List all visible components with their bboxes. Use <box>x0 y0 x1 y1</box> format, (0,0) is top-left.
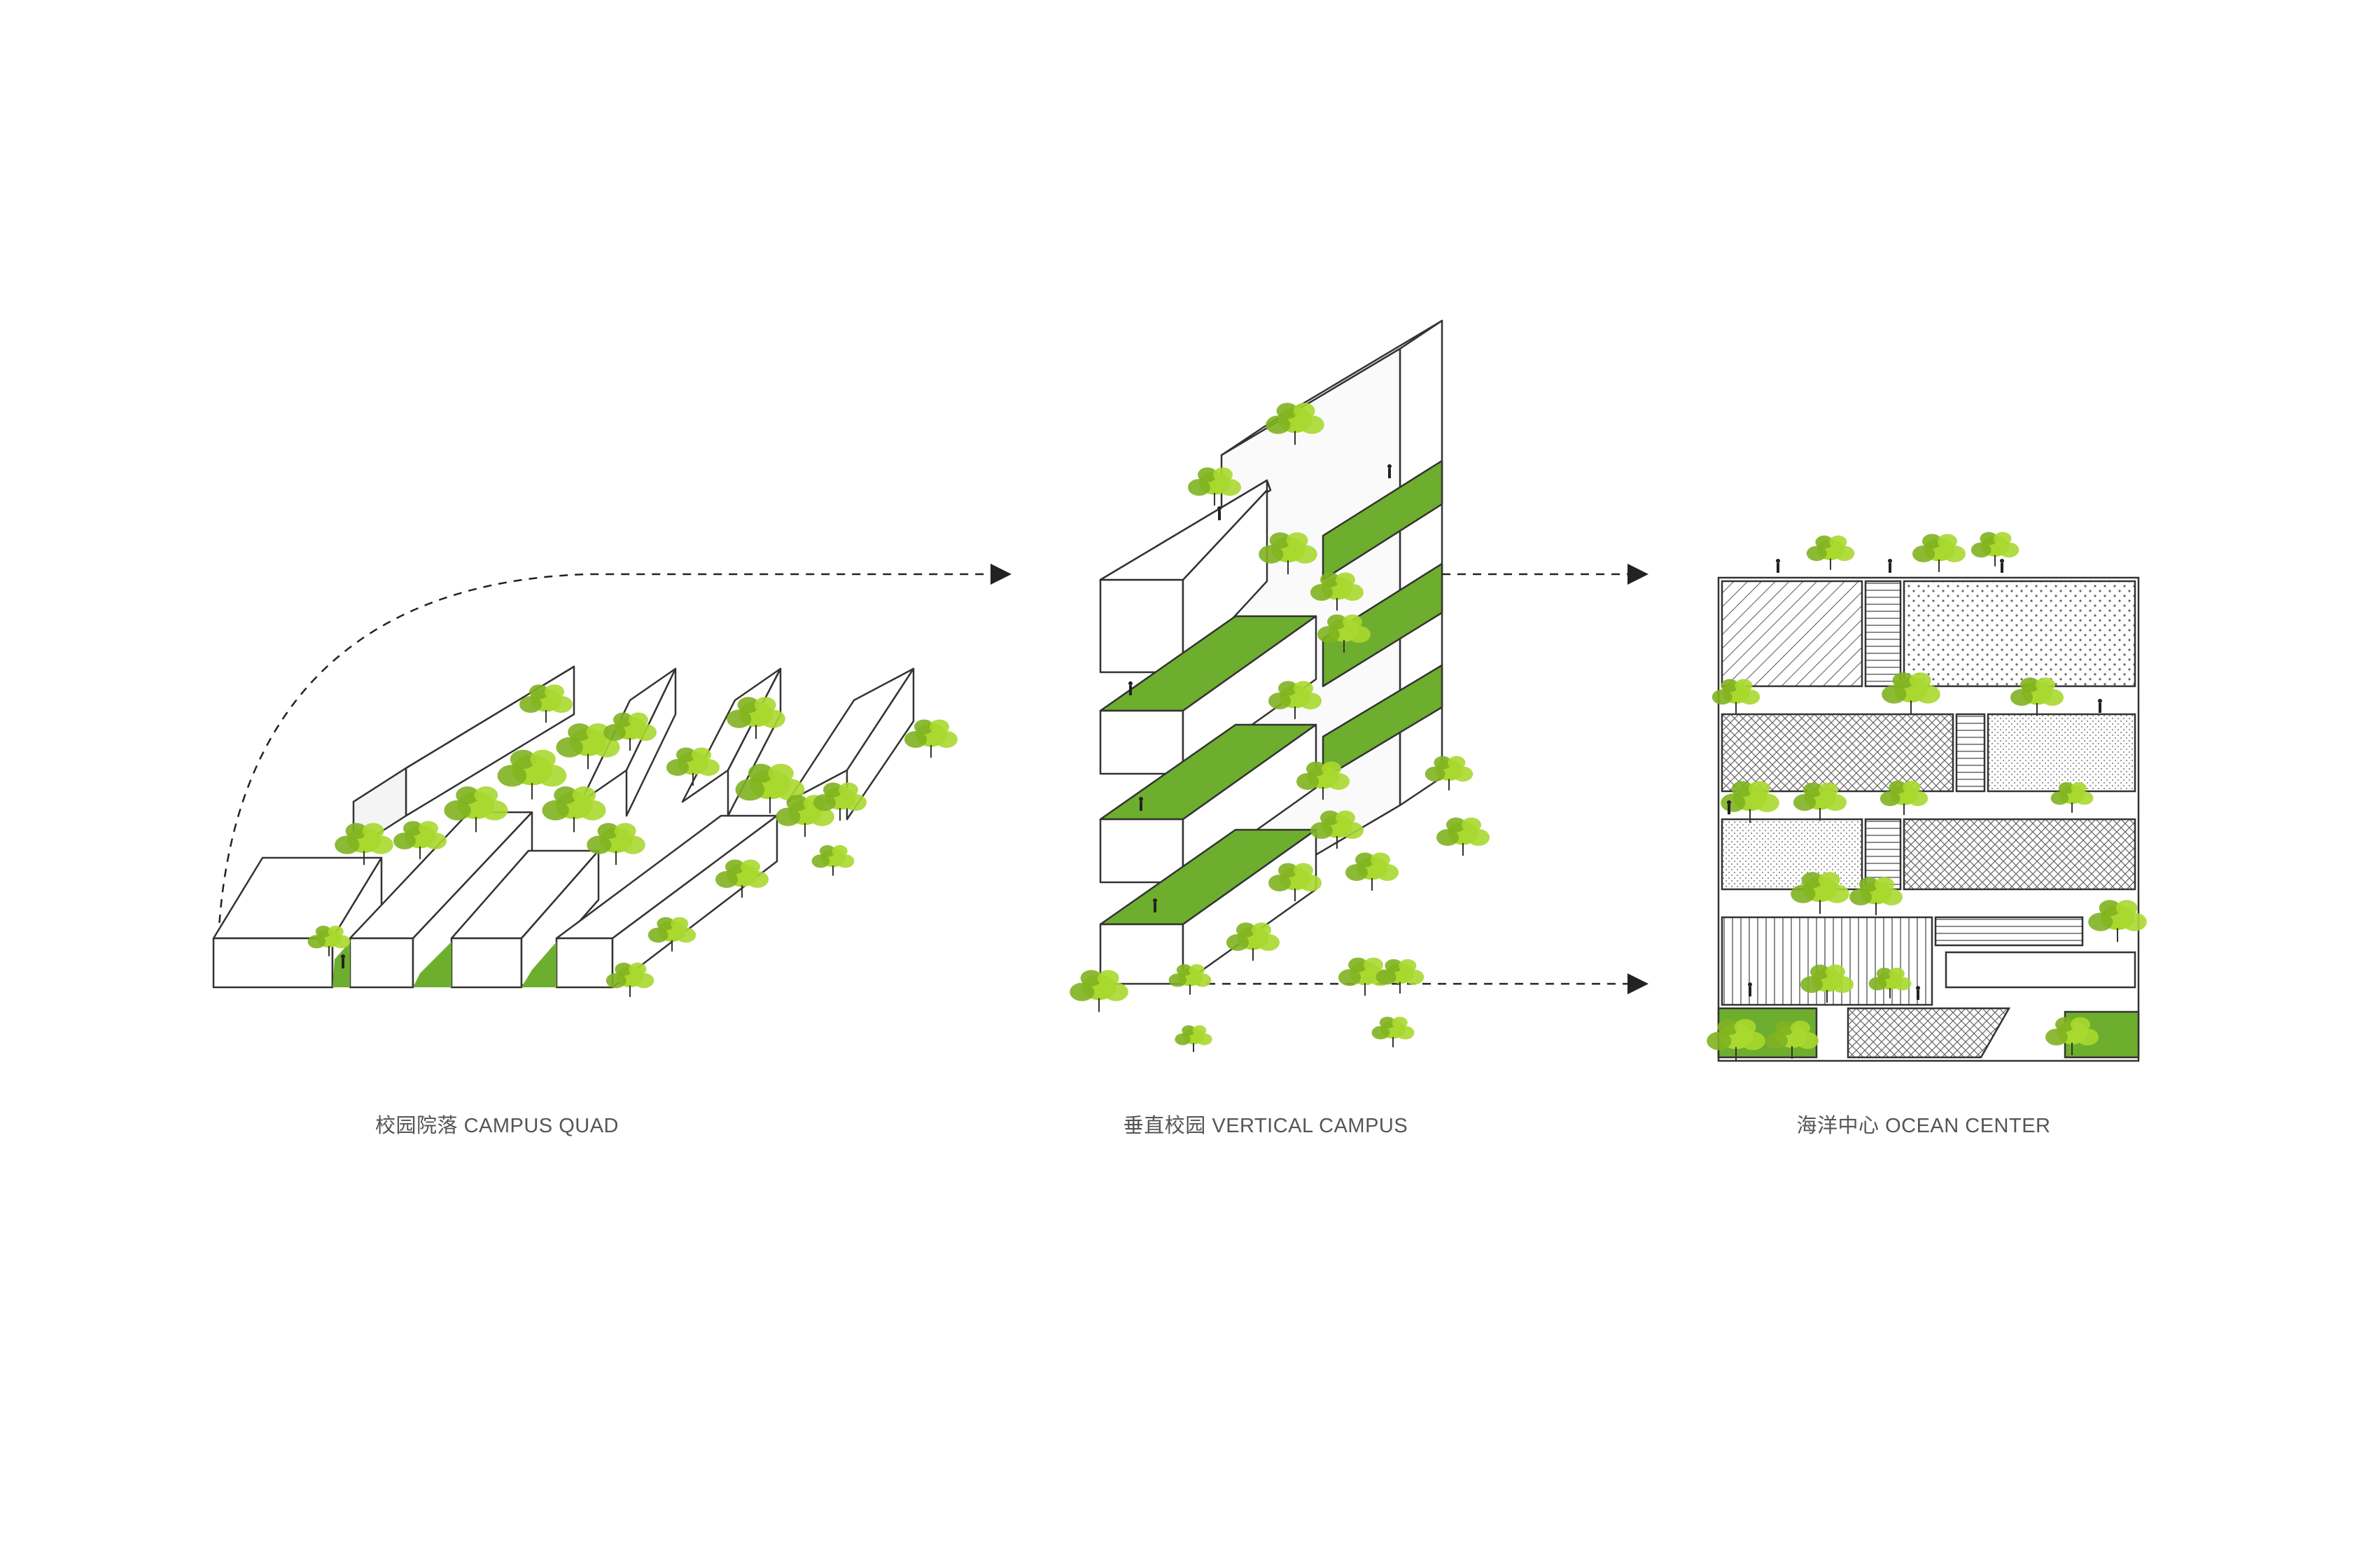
tree-cluster <box>2050 782 2094 813</box>
vertical-terrace-back-1 <box>1322 459 1443 581</box>
quad-slab-back-4 <box>786 667 915 821</box>
tree-cluster <box>1175 1025 1212 1052</box>
tree-cluster <box>1226 922 1280 961</box>
tree-cluster <box>1317 614 1371 653</box>
quad-lawn-3 <box>522 942 556 987</box>
ocean-center-diagram <box>1717 576 2140 1062</box>
tree-cluster <box>542 786 606 833</box>
tree-cluster <box>1310 572 1364 611</box>
ocean-panel-r3-a <box>1721 818 1863 891</box>
tree-cluster <box>556 723 620 770</box>
tree-cluster <box>1296 761 1350 800</box>
ocean-ramp <box>1847 1007 2011 1059</box>
tree-cluster <box>904 719 958 758</box>
human-figure <box>1139 797 1143 811</box>
tree-cluster <box>1970 531 2019 566</box>
ocean-panel-r1-b <box>1903 580 2136 688</box>
tree-cluster <box>1882 672 1940 715</box>
tree-cluster <box>1879 780 1928 815</box>
human-figure <box>341 954 345 968</box>
tree-cluster <box>1849 877 1903 915</box>
ocean-stair-r2 <box>1955 713 1986 793</box>
tree-cluster <box>2045 1017 2099 1055</box>
vertical-box-1 <box>1099 479 1272 674</box>
ocean-panel-r4-b <box>1934 916 2084 947</box>
ocean-panel-r2-a <box>1721 713 1954 793</box>
human-figure <box>1776 559 1780 573</box>
tree-cluster <box>813 782 867 821</box>
human-figure <box>1888 559 1892 573</box>
tree-cluster <box>1806 535 1855 570</box>
tree-cluster <box>1310 810 1364 849</box>
vertical-campus-diagram <box>1099 319 1443 985</box>
tree-cluster <box>1070 970 1128 1013</box>
tree-cluster <box>1793 782 1847 821</box>
tree-cluster <box>1376 959 1424 994</box>
human-figure <box>1748 982 1752 996</box>
tree-cluster <box>603 712 657 751</box>
tree-cluster <box>1259 532 1317 575</box>
tree-cluster <box>1721 781 1779 823</box>
tree-cluster <box>1168 964 1212 995</box>
tree-cluster <box>1712 679 1760 714</box>
tree-cluster <box>735 763 805 814</box>
tree-cluster <box>648 917 696 952</box>
human-figure <box>2000 559 2004 573</box>
caption-vertical-campus: 垂直校园 VERTICAL CAMPUS <box>1123 1115 1408 1137</box>
ocean-panel-r1-a <box>1721 580 1863 688</box>
tree-cluster <box>1436 817 1490 856</box>
human-figure <box>1128 681 1133 695</box>
tree-cluster <box>1371 1017 1415 1048</box>
caption-ocean-center: 海洋中心 OCEAN CENTER <box>1796 1115 2051 1137</box>
ocean-panel-r3-b <box>1903 818 2136 891</box>
tree-cluster <box>1345 852 1399 891</box>
human-figure <box>1217 506 1222 520</box>
tree-cluster <box>393 821 447 859</box>
human-figure <box>1727 800 1731 814</box>
tree-cluster <box>519 684 573 723</box>
tree-cluster <box>2088 900 2147 943</box>
quad-lawn-1 <box>332 942 350 987</box>
tree-cluster <box>666 747 720 786</box>
tree-cluster <box>307 926 351 957</box>
tree-cluster <box>1765 1020 1819 1059</box>
tree-cluster <box>1868 968 1912 999</box>
arrow-quad-to-vertical <box>217 564 1011 939</box>
tree-cluster <box>1707 1019 1765 1062</box>
tree-cluster <box>1424 756 1474 791</box>
tree-cluster <box>444 786 508 833</box>
ocean-panel-r2-b <box>1987 713 2136 793</box>
tree-cluster <box>1800 964 1854 1003</box>
tree-cluster <box>727 697 785 739</box>
human-figure <box>1153 898 1157 912</box>
tree-cluster <box>1188 467 1241 506</box>
ocean-stair-r1 <box>1864 580 1902 688</box>
tree-cluster <box>1268 681 1322 719</box>
tree-cluster <box>497 749 567 800</box>
tree-cluster <box>606 962 654 997</box>
tree-cluster <box>2010 677 2064 716</box>
human-figures <box>341 464 2102 1000</box>
ocean-panel-r4-c <box>1945 951 2136 989</box>
tree-cluster <box>335 823 393 865</box>
quad-lawn-2 <box>413 942 451 987</box>
tree-cluster <box>1268 863 1322 901</box>
tree-cluster <box>587 823 645 865</box>
tree-cluster <box>811 845 855 876</box>
caption-campus-quad: 校园院落 CAMPUS QUAD <box>375 1115 619 1137</box>
vertical-box-2 <box>1099 615 1317 775</box>
tree-cluster <box>1791 872 1849 914</box>
human-figure <box>1387 464 1392 478</box>
tree-clusters <box>307 403 2147 1062</box>
vertical-terrace-back-2 <box>1322 562 1443 688</box>
quad-slab-front-2 <box>349 811 533 989</box>
tree-cluster <box>1266 403 1324 445</box>
human-figure <box>2098 699 2102 713</box>
human-figure <box>1916 986 1920 1000</box>
tree-cluster <box>1912 534 1966 572</box>
tree-cluster <box>715 859 769 898</box>
